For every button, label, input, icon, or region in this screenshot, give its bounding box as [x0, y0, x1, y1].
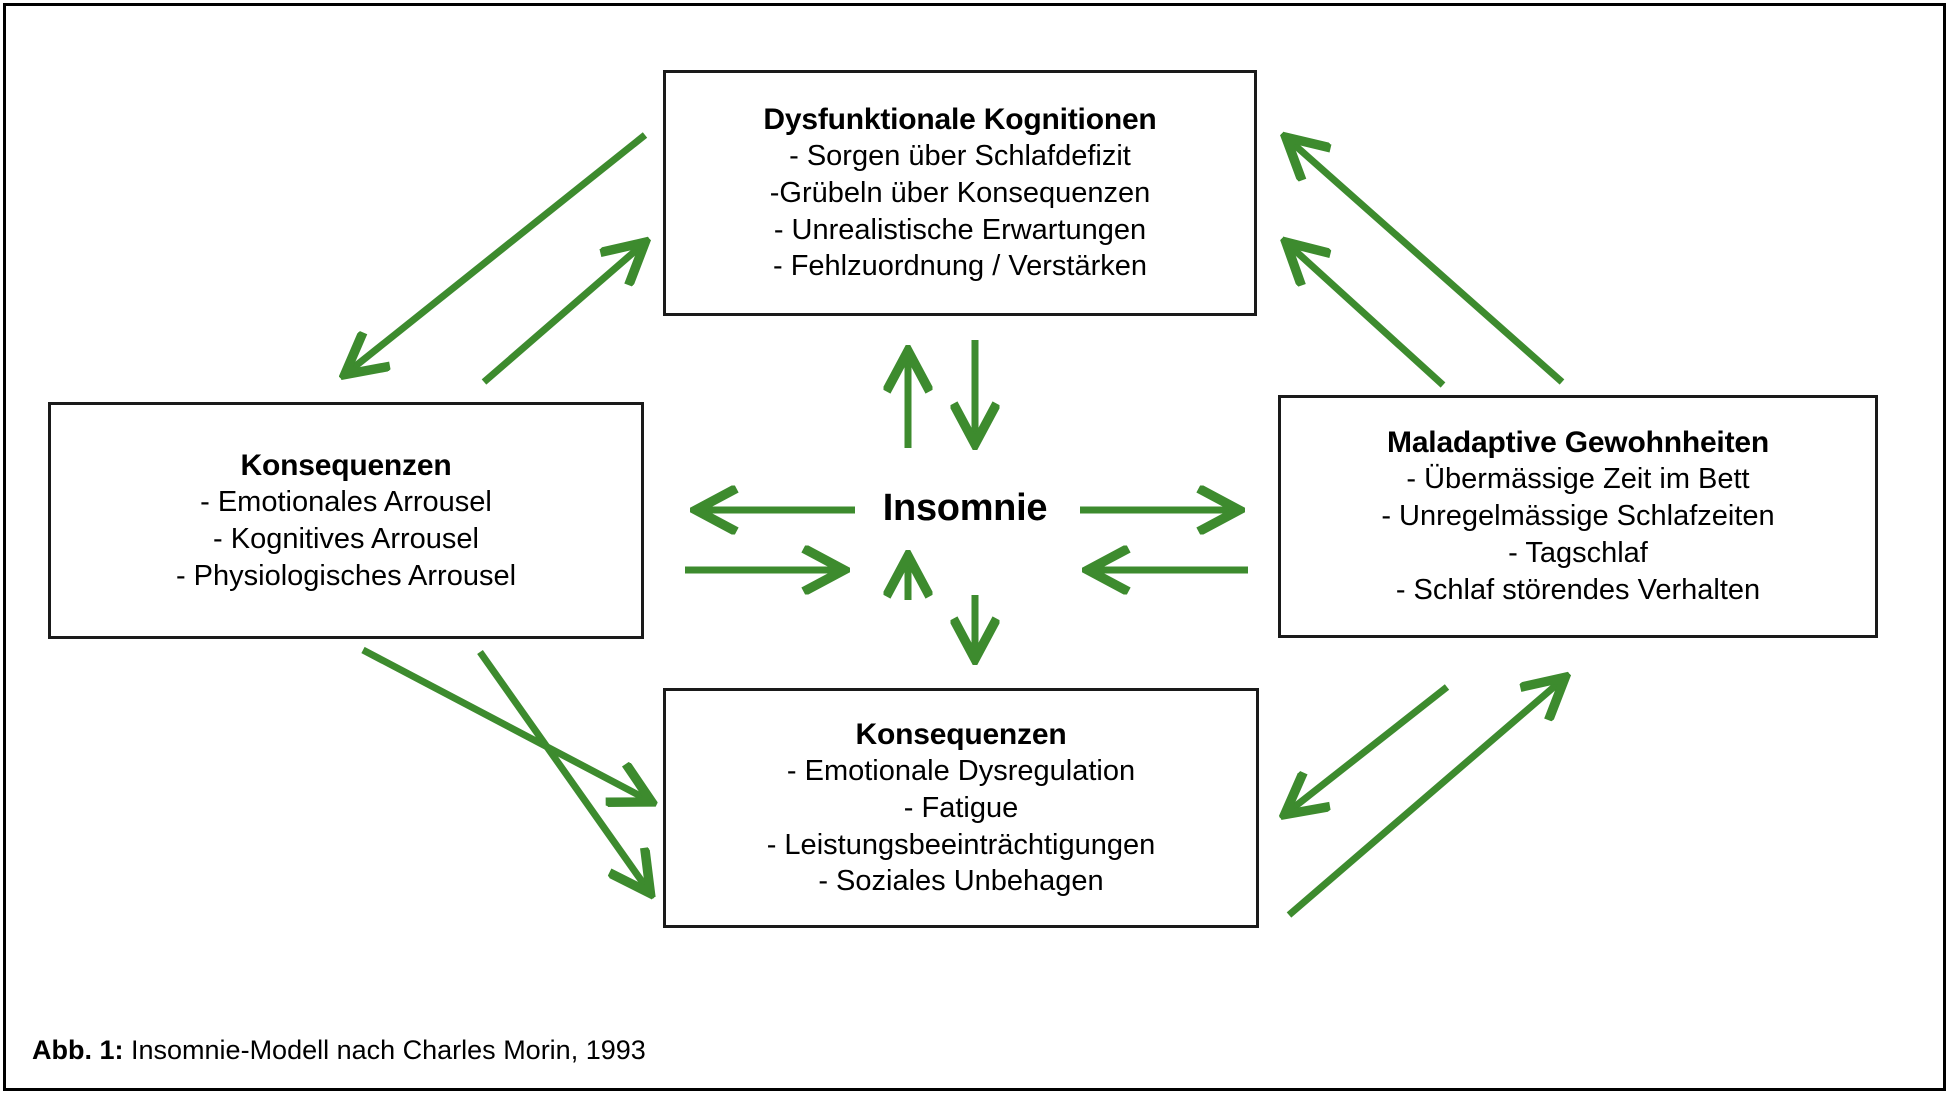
- diagram-canvas: Dysfunktionale Kognitionen - Sorgen über…: [0, 0, 1949, 928]
- node-item: - Emotionales Arrousel: [200, 485, 492, 518]
- node-box-konsequenzen-unten[interactable]: Konsequenzen - Emotionale Dysregulation …: [663, 688, 1259, 928]
- node-title: Konsequenzen: [240, 448, 452, 482]
- node-item: - Tagschlaf: [1508, 537, 1648, 570]
- arrow-right-to-bottom-diagonal: [1288, 684, 1450, 812]
- node-item: - Soziales Unbehagen: [818, 865, 1104, 898]
- node-item: - Schlaf störendes Verhalten: [1395, 573, 1761, 606]
- node-box-konsequenzen-links[interactable]: Konsequenzen - Emotionales Arrousel - Ko…: [48, 402, 644, 639]
- node-item: - Leistungsbeeinträchtigungen: [766, 828, 1156, 861]
- node-title: Dysfunktionale Kognitionen: [763, 102, 1157, 136]
- arrow-right-to-top-diagonal-a: [1289, 140, 1565, 385]
- arrow-left-to-top-diagonal: [481, 245, 642, 385]
- node-item: - Sorgen über Schlafdefizit: [789, 139, 1131, 172]
- arrow-top-to-left-diagonal: [348, 132, 648, 372]
- node-item: - Kognitives Arrousel: [213, 522, 479, 555]
- arrow-bottom-to-right-diagonal: [1286, 680, 1562, 918]
- node-item: - Übermässige Zeit im Bett: [1406, 463, 1750, 496]
- figure-caption-label: Abb. 1:: [32, 1035, 124, 1065]
- node-box-maladaptive-gewohnheiten[interactable]: Maladaptive Gewohnheiten - Übermässige Z…: [1278, 395, 1878, 638]
- node-item: - Fatigue: [903, 791, 1019, 824]
- node-title: Maladaptive Gewohnheiten: [1387, 426, 1769, 460]
- arrow-layer: [0, 0, 1949, 918]
- node-item: - Physiologisches Arrousel: [175, 559, 517, 592]
- figure-caption: Abb. 1: Insomnie-Modell nach Charles Mor…: [32, 1035, 646, 1066]
- figure-caption-text: Insomnie-Modell nach Charles Morin, 1993: [131, 1035, 646, 1065]
- arrow-right-to-top-diagonal-b: [1289, 245, 1446, 388]
- node-item: -Grübeln über Konsequenzen: [769, 176, 1151, 209]
- node-item: - Fehlzuordnung / Verstärken: [773, 250, 1147, 283]
- node-title: Konsequenzen: [855, 717, 1067, 751]
- node-box-dysfunktionale-kognitionen[interactable]: Dysfunktionale Kognitionen - Sorgen über…: [663, 70, 1257, 316]
- node-item: - Unregelmässige Schlafzeiten: [1381, 500, 1775, 533]
- node-item: - Emotionale Dysregulation: [786, 754, 1136, 787]
- center-label-insomnie: Insomnie: [882, 487, 1048, 529]
- arrow-left-to-bottom-diagonal-a: [361, 646, 648, 800]
- node-item: - Unrealistische Erwartungen: [773, 213, 1147, 246]
- arrow-left-to-bottom-diagonal-b: [477, 649, 648, 890]
